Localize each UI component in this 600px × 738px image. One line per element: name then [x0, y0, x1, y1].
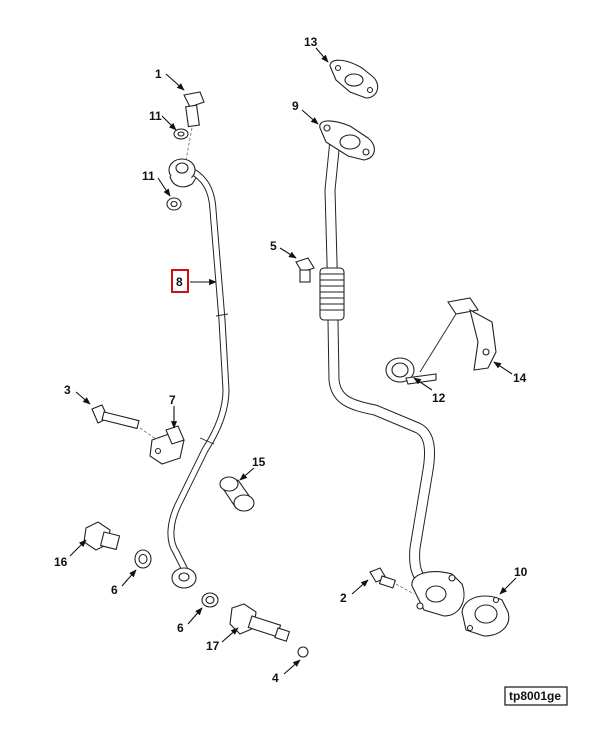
callout-6-left: 6	[111, 583, 118, 597]
callout-11-lower: 11	[142, 169, 155, 183]
figure-id-label: tp8001ge	[504, 686, 568, 706]
adapter-fitting	[83, 521, 121, 551]
callout-13: 13	[304, 35, 318, 49]
oil-supply-tube	[167, 166, 230, 576]
callout-11-upper: 11	[149, 109, 162, 123]
upper-banjo-fitting	[168, 158, 197, 188]
callout-10: 10	[514, 565, 528, 579]
callout-3: 3	[64, 383, 71, 397]
sealing-washer-right	[201, 592, 219, 608]
callout-5: 5	[270, 239, 277, 253]
o-ring	[297, 646, 309, 658]
callout-7: 7	[169, 393, 176, 407]
threaded-fitting	[229, 603, 291, 642]
lower-banjo-fitting	[171, 567, 197, 589]
callout-12: 12	[432, 391, 446, 405]
callout-9: 9	[292, 99, 299, 113]
callout-15: 15	[252, 455, 266, 469]
banjo-bolt	[183, 91, 205, 161]
callout-2: 2	[340, 591, 347, 605]
sealing-washer-upper	[173, 128, 189, 140]
flange-screw	[295, 257, 315, 283]
figure-id-text: tp8001ge	[509, 689, 561, 703]
support-bracket	[419, 297, 497, 373]
upper-flange	[319, 120, 375, 161]
clamp-bolt	[91, 404, 161, 443]
lower-gasket	[461, 595, 510, 637]
lower-flange-screw	[369, 567, 415, 595]
flexible-bellows	[319, 267, 345, 321]
upper-gasket	[329, 59, 379, 99]
callout-4: 4	[272, 671, 279, 685]
callout-6-right: 6	[177, 621, 184, 635]
callout-17: 17	[206, 639, 220, 653]
oil-drain-tube	[324, 134, 438, 594]
spacer-sleeve	[219, 476, 255, 512]
p-clamp	[385, 357, 437, 385]
callout-1: 1	[155, 67, 162, 81]
lower-flange	[411, 571, 465, 617]
callout-16: 16	[54, 555, 68, 569]
callout-8: 8	[176, 275, 183, 289]
sealing-washer-left	[134, 549, 152, 569]
leader-lines	[69, 47, 517, 675]
sealing-washer-lower	[166, 197, 182, 211]
callout-8-highlight: 8	[171, 269, 189, 293]
tube-clamp	[149, 425, 185, 465]
callout-14: 14	[513, 371, 527, 385]
